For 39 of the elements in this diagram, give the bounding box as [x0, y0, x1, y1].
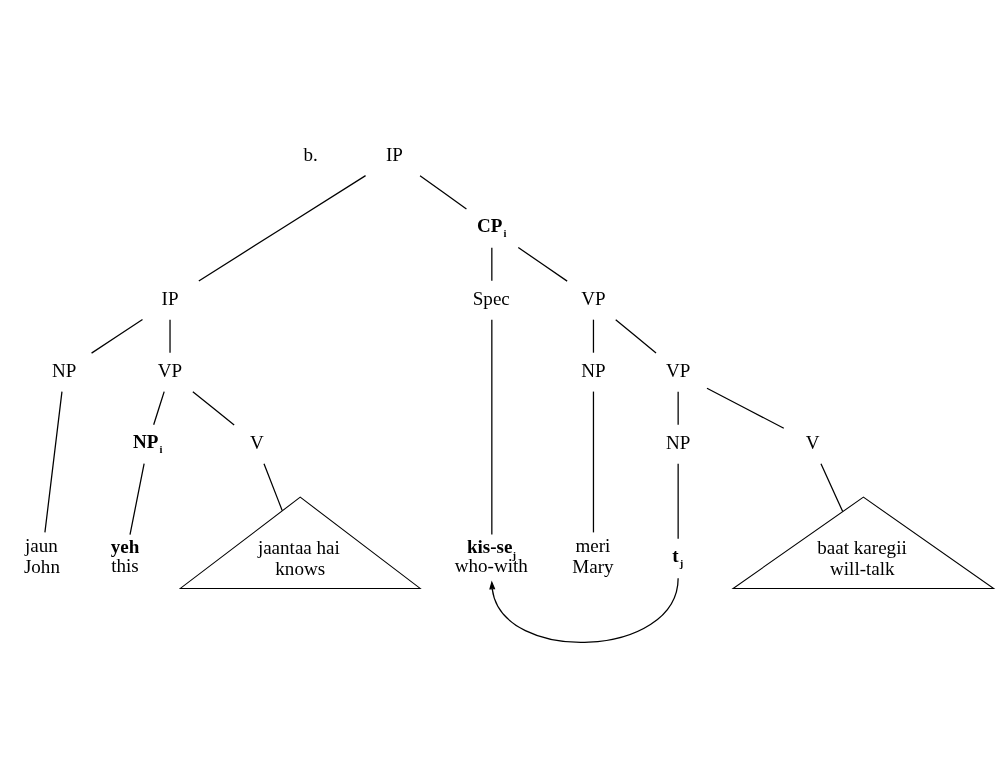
- node-text: IP: [385, 143, 403, 165]
- arrow: [488, 577, 679, 643]
- node-text: yeh this: [110, 535, 139, 576]
- node-text: CP$_{i}$: [476, 214, 506, 239]
- node-text: VP: [665, 359, 690, 381]
- node-text: NP: [580, 359, 606, 381]
- node-text: t$_{j}$: [671, 544, 683, 569]
- connector: [43, 390, 63, 533]
- connector: [197, 174, 366, 282]
- node-text: meri Mary: [571, 534, 614, 577]
- node-text: kis-se$_{j}$ who-with: [454, 535, 528, 576]
- connector: [168, 318, 171, 353]
- node-text: VP: [580, 287, 606, 309]
- connector: [705, 387, 784, 429]
- connector: [490, 246, 492, 281]
- node-text: V: [249, 431, 264, 453]
- connector: [191, 390, 235, 426]
- node-text: NP$_{i}$: [132, 430, 162, 455]
- connector: [152, 390, 165, 425]
- connector: [90, 318, 143, 354]
- node-text: V: [805, 431, 819, 453]
- connector: [262, 462, 283, 511]
- connector: [418, 174, 467, 210]
- node-text: IP: [161, 287, 178, 309]
- node-text: Spec: [472, 287, 510, 309]
- connector: [819, 462, 843, 512]
- node-text: jaun John: [23, 534, 60, 577]
- connector: [614, 318, 657, 354]
- label: b.: [302, 143, 318, 165]
- connector: [677, 462, 679, 539]
- connector: [592, 390, 594, 533]
- connector: [592, 318, 594, 353]
- connector: [677, 390, 679, 425]
- connector: [490, 318, 492, 535]
- connector: [128, 462, 145, 535]
- node-text: NP: [51, 359, 76, 381]
- node-text: NP: [665, 431, 690, 453]
- connector: [517, 246, 568, 282]
- node-text: VP: [157, 359, 182, 381]
